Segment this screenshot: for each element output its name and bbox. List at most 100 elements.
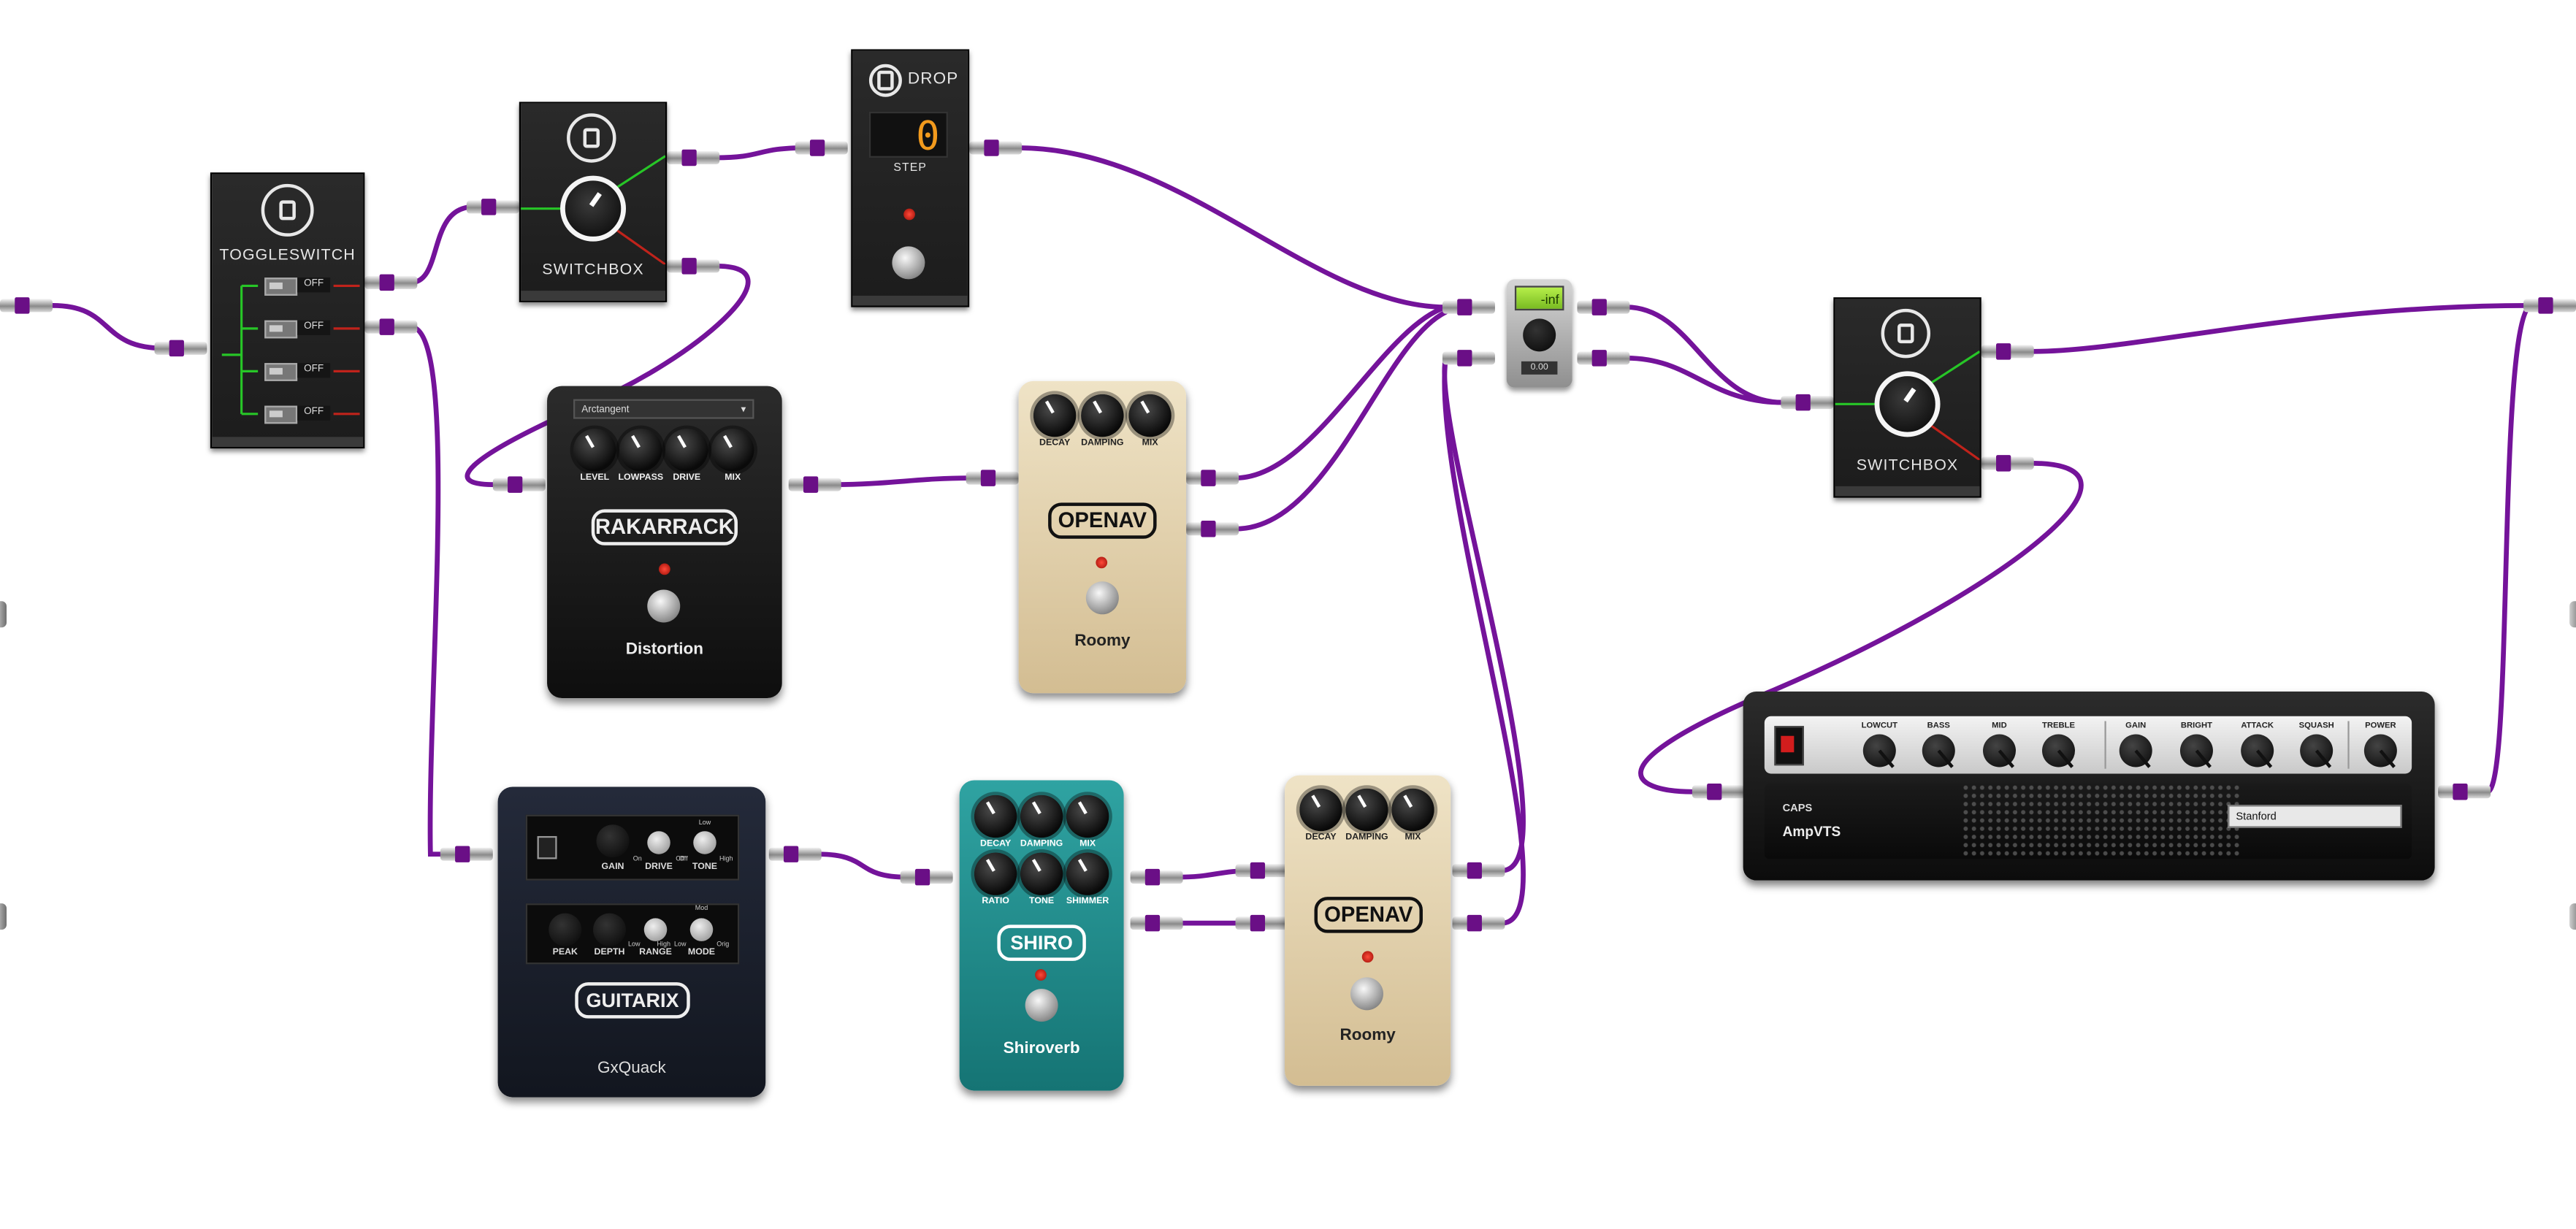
save-icon[interactable] [1881, 308, 1931, 359]
peak-knob[interactable] [549, 913, 582, 946]
bypass-footswitch[interactable] [1085, 581, 1119, 615]
system-port-left-2[interactable] [0, 903, 7, 930]
switchbox-plugin-2[interactable]: SWITCHBOX [1833, 297, 1981, 498]
lowcut-knob[interactable] [1862, 734, 1896, 767]
bypass-footswitch[interactable] [647, 589, 681, 623]
tone-switch-knob[interactable] [693, 831, 716, 854]
amp-output-jack[interactable] [2438, 783, 2491, 800]
squash-knob[interactable] [2300, 734, 2334, 767]
toggleswitch-output-jack-1[interactable] [364, 274, 418, 291]
range-switch-knob[interactable] [643, 918, 668, 941]
mid-knob[interactable] [1983, 734, 2017, 767]
level-knob[interactable] [573, 429, 616, 472]
toggle-row-3[interactable]: OFF [235, 363, 370, 381]
guitarix-output-jack[interactable] [768, 846, 822, 862]
power-switch[interactable] [537, 835, 557, 859]
guitarix-gxquack-pedal[interactable]: GAIN DRIVE TONE On Off Low Off High PEAK… [497, 786, 766, 1098]
toggleswitch-output-jack-2[interactable] [364, 318, 418, 335]
output-jack[interactable] [2523, 297, 2576, 314]
mode-switch-knob[interactable] [689, 918, 714, 941]
tone-knob[interactable] [1020, 852, 1063, 895]
ratio-knob[interactable] [974, 852, 1017, 895]
input-jack[interactable] [0, 297, 53, 314]
openav1-input-jack[interactable] [966, 470, 1019, 486]
openav-roomy-pedal-1[interactable]: DECAY DAMPING MIX OPENAV Roomy [1018, 380, 1187, 694]
drop-plugin[interactable]: DROP 0 STEP [851, 49, 970, 307]
amp-preset-field[interactable]: Stanford [2228, 805, 2402, 828]
guitarix-input-jack[interactable] [440, 846, 493, 862]
bypass-footswitch[interactable] [1350, 977, 1383, 1011]
system-port-left-1[interactable] [0, 601, 7, 628]
shiro-shiroverb-pedal[interactable]: DECAY DAMPING MIX RATIO TONE SHIMMER SHI… [959, 780, 1124, 1091]
damping-knob[interactable] [1345, 788, 1388, 832]
meter-input-jack-2[interactable] [1442, 350, 1495, 367]
meter-output-jack-2[interactable] [1577, 350, 1630, 367]
gain-knob[interactable] [596, 824, 630, 858]
damping-knob[interactable] [1081, 394, 1124, 437]
switchbox2-output-jack-a[interactable] [1981, 343, 2034, 360]
openav1-output-jack-1[interactable] [1186, 470, 1239, 486]
amp-power-switch[interactable] [1774, 726, 1804, 766]
gain-knob[interactable] [2119, 734, 2152, 767]
drop-input-jack[interactable] [795, 139, 848, 156]
openav2-input-jack-2[interactable] [1235, 914, 1288, 932]
meter-gain-knob[interactable] [1523, 318, 1556, 352]
switchbox-output-jack-b[interactable] [667, 258, 720, 275]
amp-input-jack[interactable] [1692, 783, 1745, 800]
caps-ampvts-amp[interactable]: LOWCUT BASS MID TREBLE GAIN BRIGHT ATTAC… [1743, 691, 2435, 881]
decay-knob[interactable] [1033, 394, 1077, 437]
shiro-output-jack-1[interactable] [1130, 868, 1183, 886]
openav2-output-jack-2[interactable] [1452, 914, 1505, 932]
switchbox-selector-knob[interactable] [1874, 371, 1941, 437]
meter-input-jack-1[interactable] [1442, 299, 1495, 315]
openav1-output-jack-2[interactable] [1186, 521, 1239, 537]
power-knob[interactable] [2363, 734, 2397, 767]
shiro-input-jack[interactable] [900, 868, 953, 886]
save-icon[interactable] [261, 183, 314, 237]
switchbox2-output-jack-b[interactable] [1981, 455, 2034, 472]
shimmer-knob[interactable] [1066, 852, 1109, 895]
drive-knob[interactable] [665, 429, 708, 472]
switchbox-selector-knob[interactable] [560, 175, 627, 242]
shiro-output-jack-2[interactable] [1130, 914, 1183, 932]
openav-roomy-pedal-2[interactable]: DECAY DAMPING MIX OPENAV Roomy [1285, 775, 1451, 1086]
bright-knob[interactable] [2179, 734, 2213, 767]
meter-output-jack-1[interactable] [1577, 299, 1630, 315]
bass-knob[interactable] [1922, 734, 1955, 767]
switchbox2-input-jack[interactable] [1781, 394, 1834, 411]
damping-knob[interactable] [1020, 795, 1063, 838]
rakarrack-distortion-pedal[interactable]: Arctangent ▾ LEVEL LOWPASS DRIVE MIX RAK… [547, 386, 782, 698]
rakarrack-input-jack[interactable] [492, 476, 546, 493]
mix-knob[interactable] [1128, 394, 1172, 437]
treble-knob[interactable] [2042, 734, 2075, 767]
decay-knob[interactable] [974, 795, 1017, 838]
drop-output-jack[interactable] [969, 139, 1023, 156]
drive-switch-knob[interactable] [647, 831, 670, 854]
mix-knob[interactable] [1391, 788, 1434, 832]
toggle-row-1[interactable]: OFF [235, 277, 370, 296]
save-icon[interactable] [567, 113, 616, 163]
toggleswitch-plugin[interactable]: TOGGLESWITCH OFF OFF OFF OFF [210, 172, 365, 449]
mix-knob[interactable] [711, 429, 754, 472]
system-port-right-2[interactable] [2569, 903, 2576, 930]
switchbox-output-jack-a[interactable] [667, 149, 720, 166]
toggleswitch-input-jack[interactable] [154, 340, 207, 357]
toggle-row-4[interactable]: OFF [235, 405, 370, 424]
switchbox-input-jack[interactable] [466, 199, 519, 215]
toggle-row-2[interactable]: OFF [235, 320, 370, 339]
openav2-output-jack-1[interactable] [1452, 862, 1505, 879]
openav2-input-jack-1[interactable] [1235, 862, 1288, 879]
level-meter-plugin[interactable]: -inf 0.00 [1506, 279, 1572, 388]
drop-step-display[interactable]: 0 [868, 111, 948, 159]
decay-knob[interactable] [1299, 788, 1342, 832]
mix-knob[interactable] [1066, 795, 1109, 838]
save-icon[interactable] [868, 64, 902, 97]
preset-dropdown[interactable]: Arctangent ▾ [573, 399, 754, 419]
depth-knob[interactable] [593, 913, 627, 946]
attack-knob[interactable] [2241, 734, 2274, 767]
rakarrack-output-jack[interactable] [788, 476, 841, 493]
system-port-right-1[interactable] [2569, 601, 2576, 628]
switchbox-plugin-1[interactable]: SWITCHBOX [519, 102, 668, 302]
bypass-footswitch[interactable] [1025, 989, 1058, 1022]
drop-footswitch[interactable] [892, 246, 925, 280]
